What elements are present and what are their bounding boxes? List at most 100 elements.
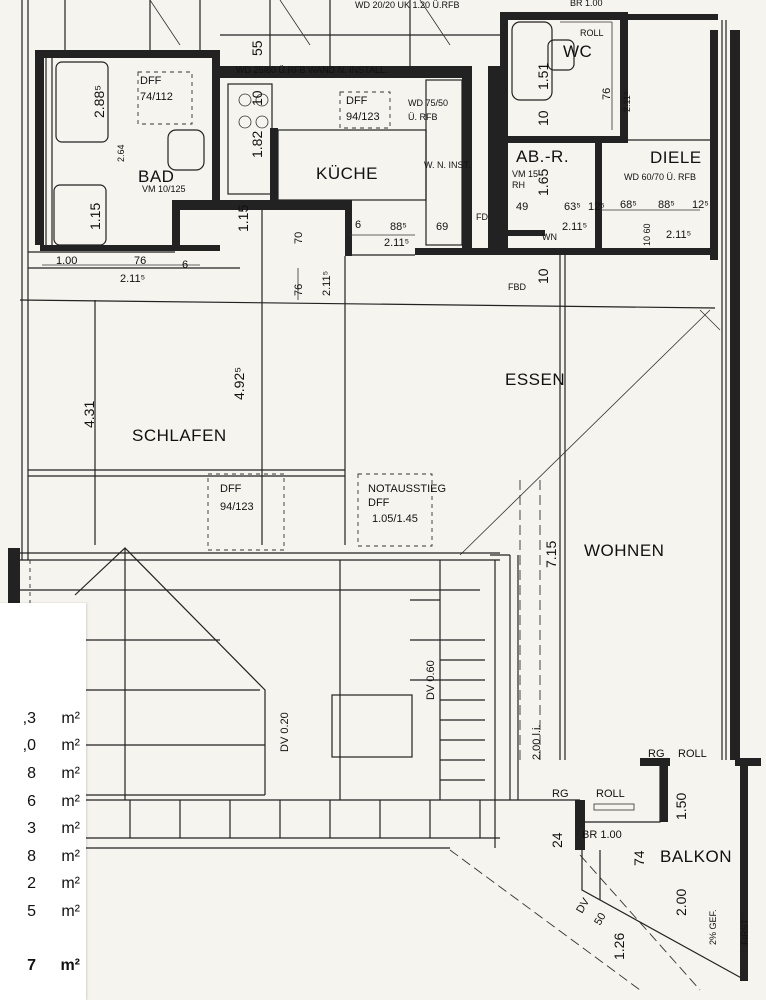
dim-balkon-200: 2.00 bbox=[673, 889, 689, 916]
dim-885: 88⁵ bbox=[390, 221, 407, 233]
window-schlafen-line2: 94/123 bbox=[220, 501, 254, 513]
dim-bad-288: 2.88⁵ bbox=[91, 85, 107, 118]
dim-wc-151: 1.51 bbox=[535, 63, 551, 90]
room-label-kueche: KÜCHE bbox=[316, 164, 378, 183]
dim-70: 70 bbox=[293, 232, 305, 244]
room-label-diele: DIELE bbox=[650, 148, 702, 167]
dim-182: 1.82 bbox=[249, 131, 265, 158]
dim-6-2: 6 bbox=[355, 219, 361, 231]
note-kueche-wd-1: WD 75/50 bbox=[408, 98, 448, 108]
dim-ab-10: 10 bbox=[535, 268, 551, 284]
area-value: ,0 bbox=[22, 737, 36, 754]
area-row: 8 m² bbox=[0, 765, 80, 783]
dim-wc-10: 10 bbox=[535, 110, 551, 126]
note-w-n-inst: W. N. INST. bbox=[424, 160, 471, 170]
note-br-balkon: BR 1.00 bbox=[582, 829, 622, 841]
dim-abr-635: 63⁵ bbox=[564, 201, 581, 213]
note-rg-2: RG bbox=[552, 788, 569, 800]
window-notausstieg-line3: 1.05/1.45 bbox=[372, 513, 418, 525]
window-labels: DFF 74/112 DFF 94/123 DFF 94/123 NOTAUSS… bbox=[140, 75, 446, 525]
area-value: 8 bbox=[27, 765, 36, 782]
area-row: 2 m² bbox=[0, 875, 80, 893]
area-unit: m² bbox=[61, 765, 80, 782]
note-abr-vm-1: VM 15 bbox=[512, 169, 538, 179]
dim-dv-020: DV 0.20 bbox=[279, 712, 291, 752]
area-value: 8 bbox=[27, 848, 36, 865]
window-bad-line2: 74/112 bbox=[140, 91, 173, 103]
dim-wc-211: 2.11⁵ bbox=[622, 91, 632, 112]
window-notausstieg-line1: NOTAUSSTIEG bbox=[368, 483, 446, 495]
area-total-value: 7 bbox=[27, 957, 36, 974]
dim-diele-125: 12⁵ bbox=[692, 199, 709, 211]
dim-211-c: 2.11⁵ bbox=[321, 271, 333, 296]
dim-69: 69 bbox=[436, 221, 448, 233]
room-label-essen: ESSEN bbox=[505, 370, 565, 389]
plan-notes: WD 20/20 UK 1.20 Ü.RFB WD 25/60 Ü.RFB WA… bbox=[142, 0, 750, 945]
area-unit: m² bbox=[61, 903, 80, 920]
dim-diele-1060: 10 60 bbox=[642, 223, 652, 246]
area-unit: m² bbox=[61, 793, 80, 810]
area-value: 5 bbox=[27, 903, 36, 920]
note-wand-install: WD 25/60 Ü.RFB WAND N. INSTALL. bbox=[236, 65, 388, 75]
dim-100: 1.00 bbox=[56, 255, 77, 267]
dim-115-2: 1.15 bbox=[235, 205, 251, 232]
dim-wohnen-715: 7.15 bbox=[543, 541, 559, 568]
dim-diele-685: 68⁵ bbox=[620, 199, 637, 211]
note-wn: WN bbox=[542, 232, 557, 242]
area-value: 3 bbox=[27, 820, 36, 837]
note-fbd: FBD bbox=[508, 282, 527, 292]
dim-abr-125: 12⁵ bbox=[588, 201, 605, 213]
window-kueche-line1: DFF bbox=[346, 95, 368, 107]
note-fd: FD bbox=[476, 212, 488, 222]
area-unit: m² bbox=[61, 875, 80, 892]
room-label-balkon: BALKON bbox=[660, 847, 732, 866]
room-label-wc: WC bbox=[563, 42, 592, 61]
window-kueche-line2: 94/123 bbox=[346, 111, 380, 123]
note-rg-1: RG bbox=[648, 748, 665, 760]
dim-76-2: 76 bbox=[293, 284, 305, 296]
room-label-schlafen: SCHLAFEN bbox=[132, 426, 227, 445]
area-row: 6 m² bbox=[0, 793, 80, 811]
dim-abr-49: 49 bbox=[516, 201, 528, 213]
note-abr-vm-2: RH bbox=[512, 180, 525, 190]
area-value: 6 bbox=[27, 793, 36, 810]
dim-6: 6 bbox=[182, 259, 188, 271]
dim-76: 76 bbox=[134, 255, 146, 267]
note-br-top: BR 1.00 bbox=[570, 0, 603, 8]
dim-abr-165: 1.65 bbox=[535, 169, 551, 196]
room-label-abr: AB.-R. bbox=[516, 147, 569, 166]
note-diele-wd: WD 60/70 Ü. RFB bbox=[624, 172, 696, 182]
window-schlafen-line1: DFF bbox=[220, 483, 242, 495]
note-roll-2: ROLL bbox=[596, 788, 625, 800]
area-row: ,0 m² bbox=[0, 737, 80, 755]
area-value: ,3 bbox=[22, 710, 36, 727]
note-top: WD 20/20 UK 1.20 Ü.RFB bbox=[355, 0, 460, 10]
dim-diele-885: 88⁵ bbox=[658, 199, 675, 211]
dim-211-b: 2.11⁵ bbox=[384, 237, 409, 249]
note-first: FIRST bbox=[740, 918, 750, 945]
note-roll: ROLL bbox=[580, 28, 604, 38]
room-label-wohnen: WOHNEN bbox=[584, 541, 664, 560]
area-row: 5 m² bbox=[0, 903, 80, 921]
dim-balkon-150: 1.50 bbox=[673, 793, 689, 820]
dim-dv-060: DV 0.60 bbox=[425, 660, 437, 700]
area-value: 2 bbox=[27, 875, 36, 892]
dim-bad-115: 1.15 bbox=[87, 203, 103, 230]
note-gef: 2% GEF. bbox=[708, 909, 718, 945]
window-bad-line1: DFF bbox=[140, 75, 162, 87]
dim-schlafen-4925: 4.92⁵ bbox=[231, 367, 247, 400]
dim-dv-50-2: 50 bbox=[592, 911, 609, 928]
area-unit: m² bbox=[61, 737, 80, 754]
dim-bad-264: 2.64 bbox=[116, 144, 126, 162]
note-bad-vm: VM 10/125 bbox=[142, 184, 186, 194]
room-label-bad: BAD bbox=[138, 167, 174, 186]
plan-lines bbox=[19, 0, 746, 991]
dim-24: 24 bbox=[549, 832, 565, 848]
dim-wc-76: 76 bbox=[601, 88, 613, 100]
